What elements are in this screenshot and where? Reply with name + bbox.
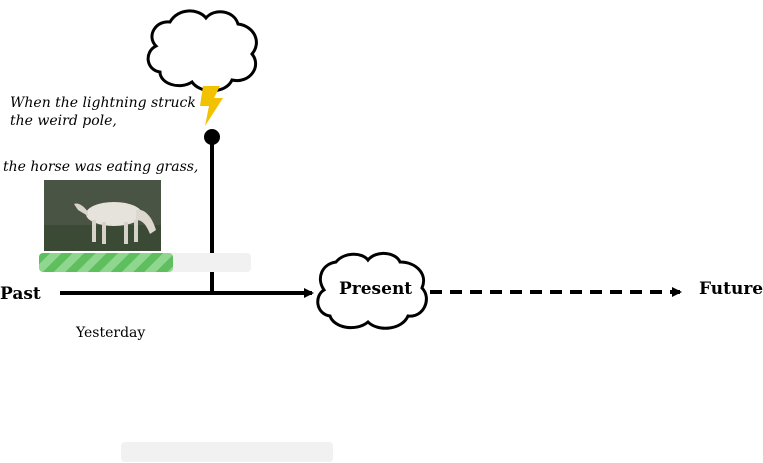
future-label: Future <box>699 279 763 299</box>
progress-bar <box>39 253 251 272</box>
present-cloud-icon <box>316 252 428 330</box>
lightning-caption-line2: the weird pole, <box>10 113 117 129</box>
cloud-icon <box>146 9 258 93</box>
pole-top-dot <box>204 129 220 145</box>
progress-bar-fill <box>39 253 173 272</box>
horse-photo <box>44 180 161 251</box>
lightning-bolt-icon <box>200 86 223 126</box>
lightning-caption-line1: When the lightning struck <box>10 95 196 111</box>
horse-caption: the horse was eating grass, <box>3 159 199 175</box>
yesterday-label: Yesterday <box>76 325 146 341</box>
past-label: Past <box>0 284 41 304</box>
blank-input-field[interactable] <box>121 442 333 462</box>
present-label: Present <box>339 279 413 299</box>
